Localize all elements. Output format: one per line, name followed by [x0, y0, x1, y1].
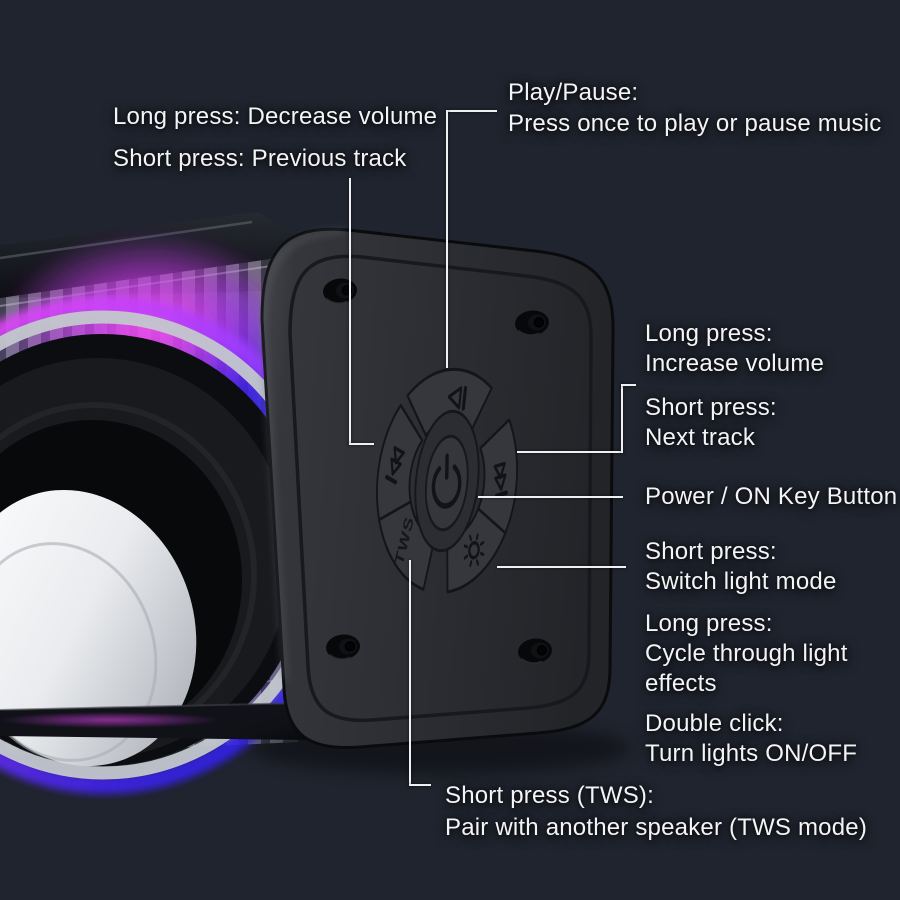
- button-cluster: TWS: [376, 367, 518, 594]
- next-track-icon: [493, 461, 508, 499]
- light-long-desc: Cycle through light effects: [645, 640, 848, 697]
- tws-title: Short press (TWS):: [445, 782, 654, 809]
- light-double-desc: Turn lights ON/OFF: [645, 740, 858, 767]
- light-mode-button: [446, 507, 507, 594]
- callout-tws-line: [409, 560, 411, 786]
- annotation-light-double: Double click: Turn lights ON/OFF: [645, 709, 857, 769]
- previous-track-icon: [385, 446, 405, 485]
- callout-play-pause-line: [446, 110, 448, 368]
- callout-next-line: [517, 451, 623, 453]
- annotation-increase-volume: Long press: Increase volume: [645, 319, 824, 379]
- decrease-line2: Short press: Previous track: [113, 145, 407, 172]
- decrease-line1: Long press: Decrease volume: [113, 103, 438, 130]
- light-mode-icon: [463, 533, 485, 568]
- callout-tws-tick: [409, 784, 431, 786]
- bottom-led-reflection: [0, 712, 220, 728]
- play-pause-title: Play/Pause:: [508, 79, 639, 106]
- callout-next-bracket: [621, 384, 623, 453]
- power-button: [424, 434, 469, 532]
- light-long-title: Long press:: [645, 610, 773, 637]
- control-panel: TWS: [250, 227, 630, 774]
- callout-next-tick: [621, 384, 636, 386]
- callout-play-pause-tick: [447, 110, 497, 112]
- annotation-power: Power / ON Key Button: [645, 482, 897, 512]
- power-icon: [431, 453, 462, 509]
- tws-desc: Pair with another speaker (TWS mode): [445, 814, 868, 841]
- light-double-title: Double click:: [645, 710, 784, 737]
- annotation-light-long: Long press: Cycle through light effects: [645, 609, 860, 699]
- increase-title: Long press:: [645, 320, 773, 347]
- annotation-previous-track: Short press: Previous track: [113, 144, 407, 174]
- callout-previous-line: [349, 178, 351, 445]
- light-short-title: Short press:: [645, 538, 777, 565]
- annotation-light-short: Short press: Switch light mode: [645, 537, 837, 597]
- annotation-next-track: Short press: Next track: [645, 393, 777, 453]
- next-title: Short press:: [645, 394, 777, 421]
- callout-light-line: [497, 566, 626, 568]
- annotation-tws: Short press (TWS): Pair with another spe…: [445, 780, 867, 844]
- increase-desc: Increase volume: [645, 350, 825, 377]
- play-pause-icon: [447, 385, 468, 411]
- callout-previous-tick: [349, 443, 374, 445]
- bottom-edge-highlight: [0, 702, 306, 711]
- annotation-decrease-volume: Long press: Decrease volume: [113, 102, 437, 132]
- next-desc: Next track: [645, 424, 756, 451]
- callout-power-line: [478, 496, 623, 498]
- light-short-desc: Switch light mode: [645, 568, 837, 595]
- annotation-play-pause: Play/Pause: Press once to play or pause …: [508, 77, 881, 139]
- power-title: Power / ON Key Button: [645, 483, 898, 510]
- play-pause-desc: Press once to play or pause music: [508, 110, 882, 137]
